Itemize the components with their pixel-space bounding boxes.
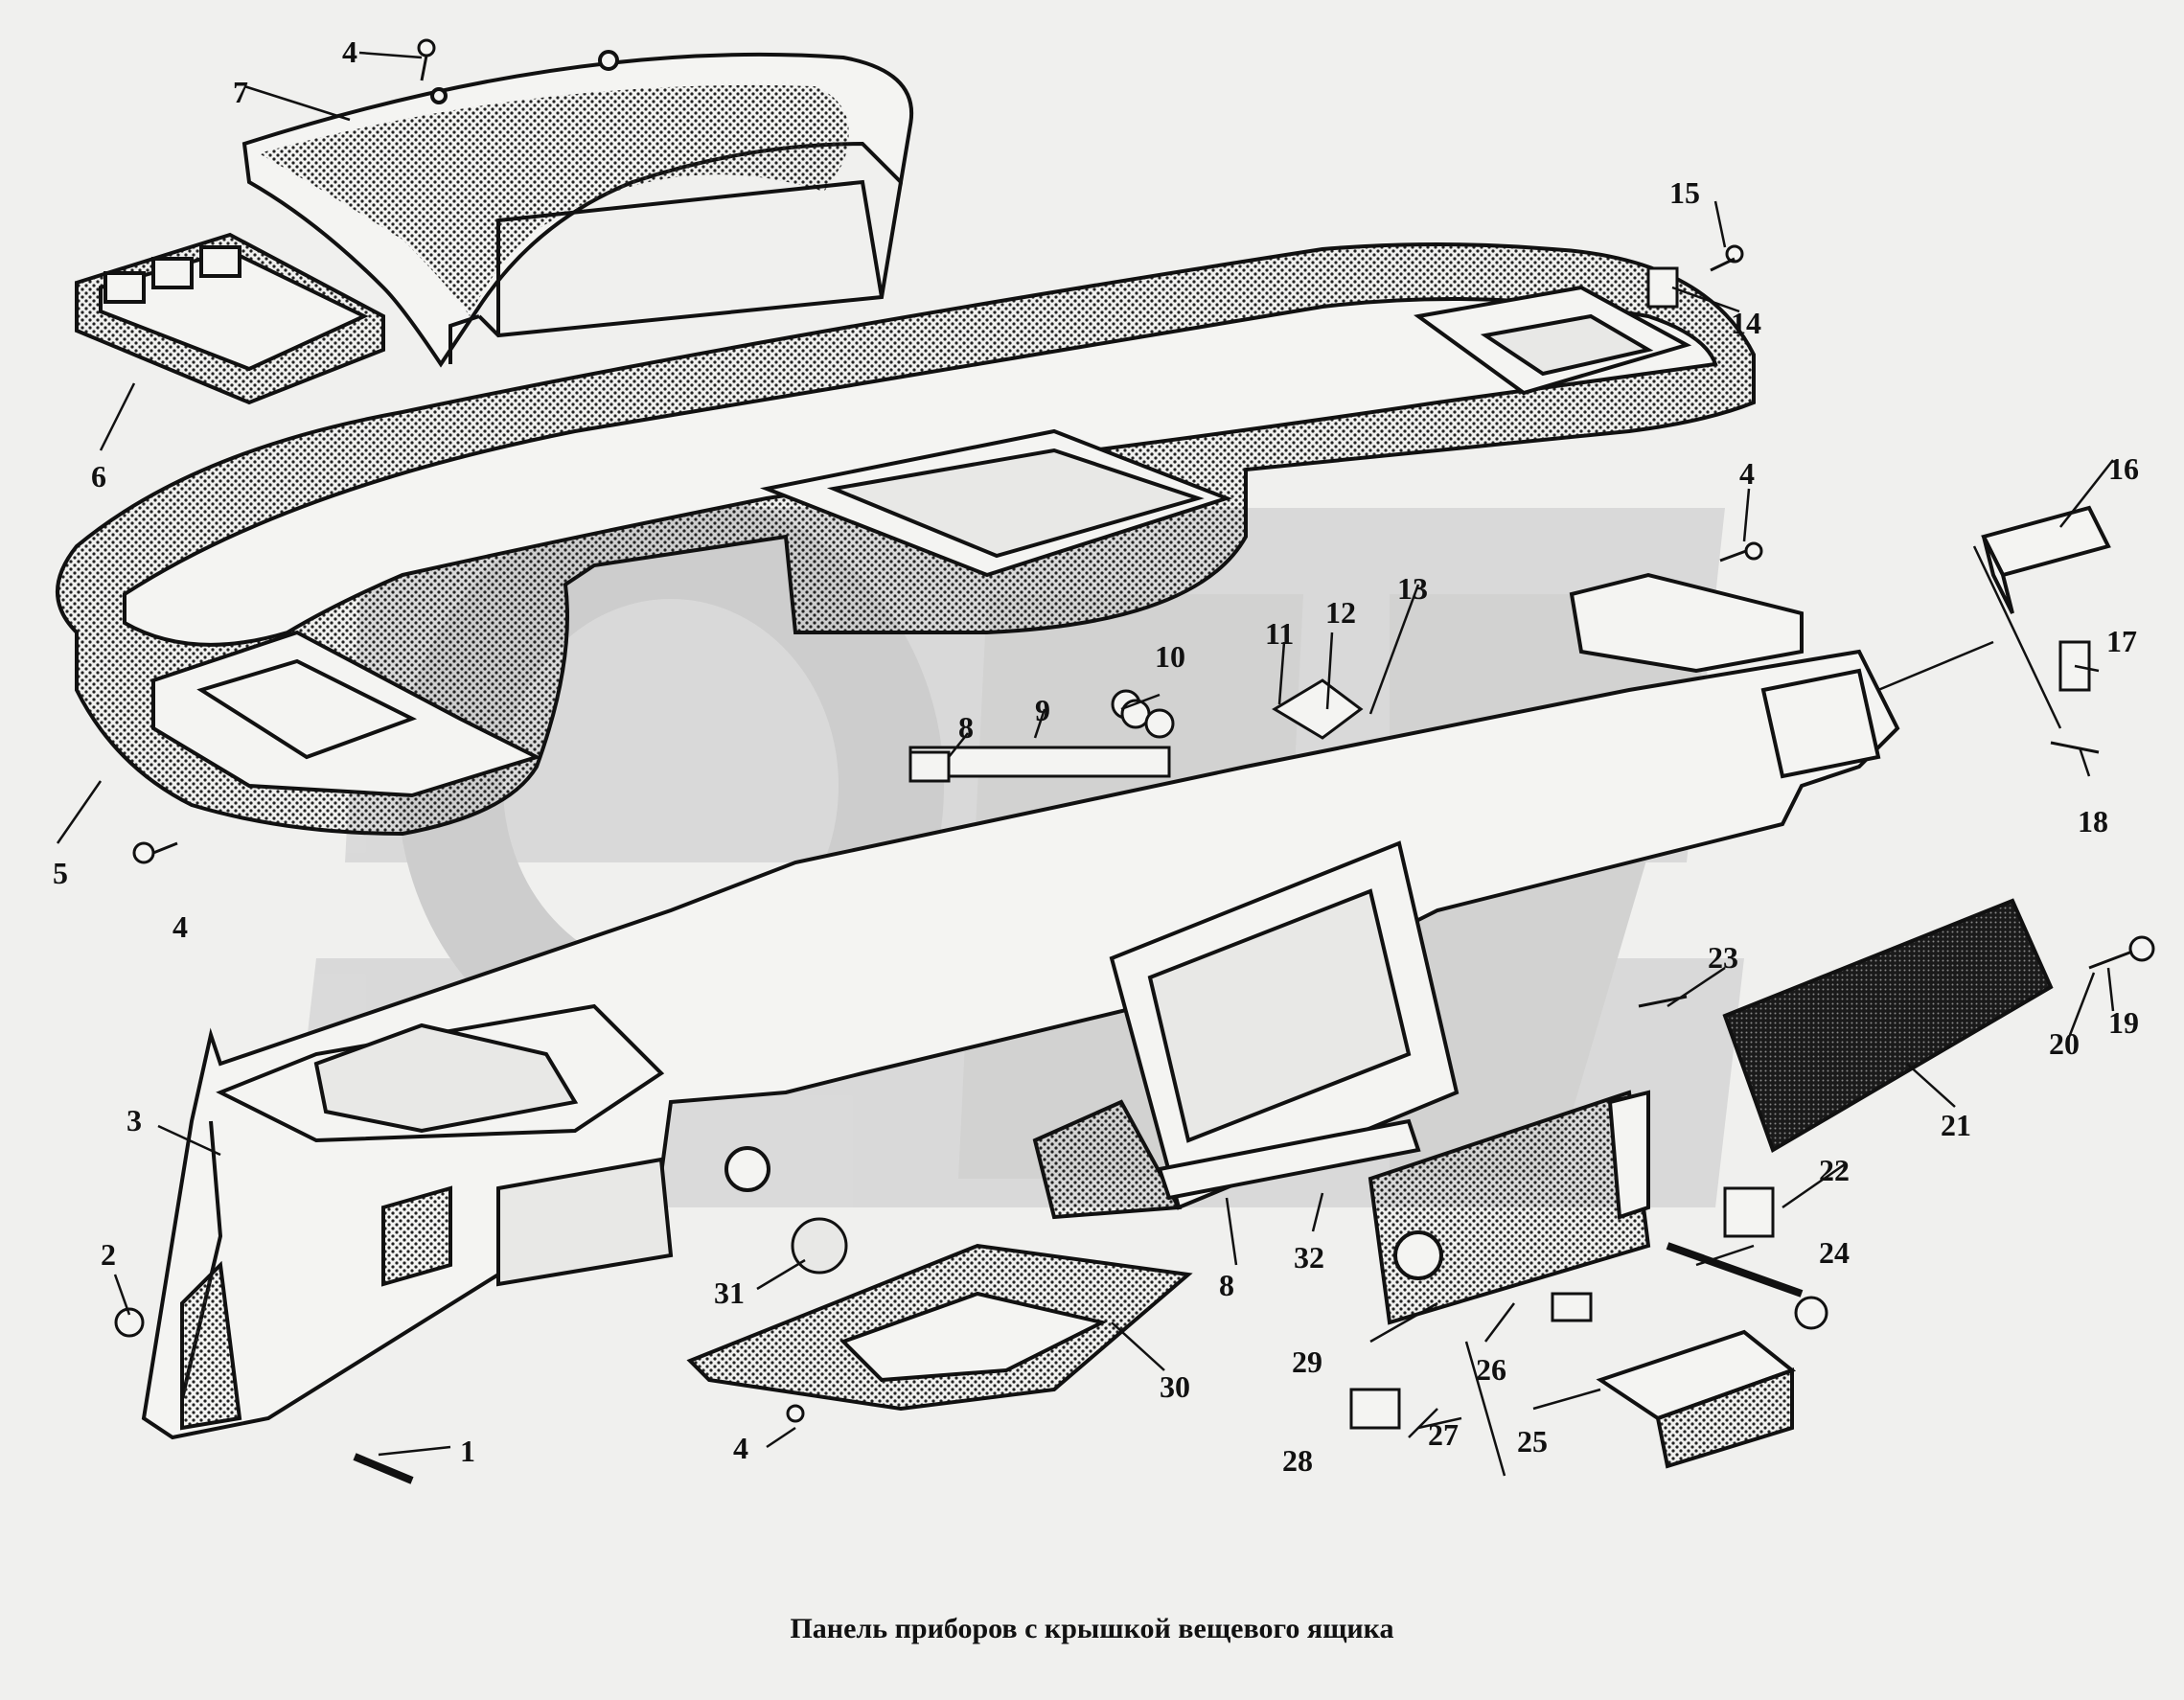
callout-16: 16 (2108, 451, 2139, 486)
part-32-console-frame (1109, 840, 1460, 1210)
callout-3: 3 (126, 1103, 142, 1137)
callout-22: 22 (1819, 1153, 1850, 1187)
part-21-glovebox-lid (1722, 898, 2054, 1153)
leader-lines (56, 51, 2115, 1477)
callout-labels: 1 2 3 4 5 6 7 8 9 10 11 12 13 14 15 4 16… (53, 34, 2139, 1478)
part-5-dashboard-pad (56, 242, 1756, 837)
part-7-instrument-hood (241, 50, 914, 368)
part-30-lower-trim (686, 1243, 1193, 1412)
callout-15: 15 (1669, 175, 1700, 210)
callout-31: 31 (714, 1275, 745, 1310)
callout-8-upper: 8 (958, 710, 974, 745)
part-29-switch-panel (1368, 1090, 1651, 1325)
callout-10: 10 (1155, 639, 1185, 674)
callout-21: 21 (1941, 1108, 1971, 1142)
callout-12: 12 (1325, 595, 1356, 630)
callout-7: 7 (233, 75, 248, 109)
callout-14: 14 (1731, 306, 1761, 340)
callout-24: 24 (1819, 1235, 1850, 1270)
figure-caption: Панель приборов с крышкой вещевого ящика (790, 1613, 1394, 1644)
part-16-lock (1981, 505, 2111, 614)
callout-6: 6 (91, 459, 106, 494)
callout-28: 28 (1282, 1443, 1313, 1478)
callout-20: 20 (2049, 1026, 2080, 1061)
callout-9: 9 (1035, 693, 1050, 727)
part-3-main-panel (141, 572, 1900, 1440)
callout-5: 5 (53, 856, 68, 890)
callout-30: 30 (1160, 1369, 1190, 1404)
callout-25: 25 (1517, 1424, 1548, 1459)
part-25-ashtray (1596, 1329, 1797, 1469)
callout-27: 27 (1428, 1417, 1459, 1452)
callout-4-right: 4 (1739, 456, 1755, 491)
callout-4-bottom: 4 (733, 1431, 748, 1465)
callout-13: 13 (1397, 571, 1428, 606)
callout-19: 19 (2108, 1005, 2139, 1040)
callout-2: 2 (101, 1237, 116, 1272)
callout-1: 1 (460, 1434, 475, 1468)
callout-23: 23 (1708, 940, 1738, 975)
callout-8-lower: 8 (1219, 1268, 1234, 1302)
callout-11: 11 (1265, 616, 1294, 651)
small-hardware (114, 38, 2155, 1484)
callout-32: 32 (1294, 1240, 1324, 1275)
callout-26: 26 (1476, 1352, 1506, 1387)
callout-29: 29 (1292, 1344, 1322, 1379)
part-6-tray (75, 232, 385, 405)
callout-18: 18 (2078, 804, 2108, 839)
callout-4-left: 4 (172, 909, 188, 944)
callout-17: 17 (2106, 624, 2137, 658)
callout-4-top: 4 (342, 34, 357, 69)
